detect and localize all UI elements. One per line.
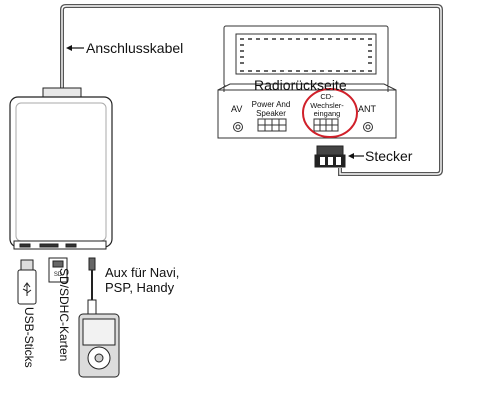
plug-arrow (348, 153, 364, 159)
cable-label: Anschlusskabel (86, 40, 184, 56)
sd-card: SD (48, 257, 68, 283)
music-player (78, 313, 120, 378)
aux-cable (87, 257, 97, 315)
cd-changer-label-line3: eingang (313, 109, 341, 118)
power-speaker-label-line1: Power And (251, 100, 291, 109)
av-label: AV (231, 104, 243, 114)
cable-arrow (66, 45, 84, 51)
aux-label-line1: Aux für Navi, (105, 265, 180, 280)
cd-changer-label: CD- Wechsler- eingang (302, 92, 352, 119)
plug (314, 145, 346, 168)
cd-changer-label-line2: Wechsler- (310, 100, 344, 110)
cd-changer-connector (313, 118, 339, 132)
cd-changer-highlight (302, 88, 358, 138)
aux-label: Aux für Navi, PSP, Handy (105, 265, 179, 295)
power-speaker-label: Power And Speaker (249, 100, 293, 118)
ant-socket (363, 122, 373, 132)
av-socket (233, 122, 243, 132)
power-speaker-label-line2: Speaker (256, 109, 286, 118)
svg-text:SD: SD (54, 272, 63, 278)
ant-label: ANT (358, 104, 376, 114)
radio-back-label: Radiorückseite (254, 77, 347, 93)
power-speaker-connector (257, 118, 287, 132)
sd-label: SD/SDHC-Karten (57, 268, 71, 362)
plug-label: Stecker (365, 148, 413, 164)
adapter-box (9, 87, 113, 250)
cd-changer-label-line1: CD- (320, 92, 334, 101)
usb-label: USB-Sticks (22, 307, 36, 368)
aux-label-line2: PSP, Handy (105, 280, 175, 295)
usb-stick (17, 259, 37, 305)
